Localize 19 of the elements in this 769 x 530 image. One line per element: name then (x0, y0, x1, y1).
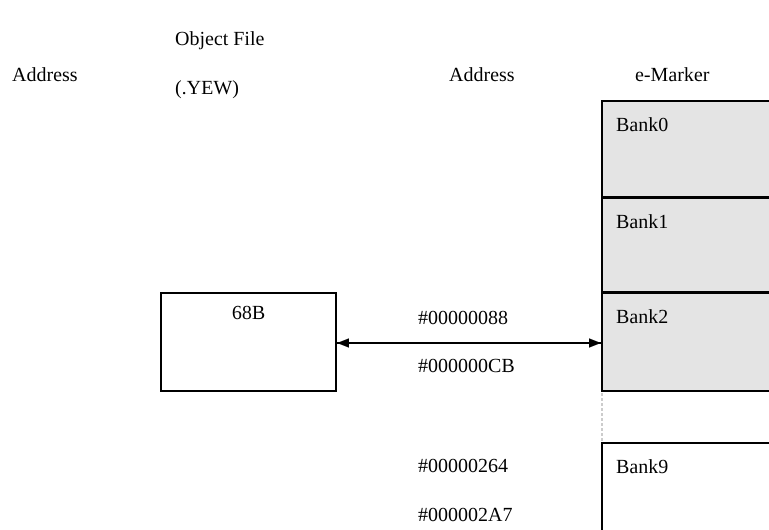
double-arrow (337, 338, 601, 348)
column-header: e-Marker (635, 64, 710, 87)
column-header: Address (12, 64, 78, 87)
node-label: 68B (230, 302, 266, 325)
memory-bank (601, 292, 769, 392)
node-label: Bank9 (616, 456, 668, 479)
address-label: #00000264 (418, 455, 508, 478)
address-label: #000002A7 (418, 504, 512, 527)
column-header: Address (449, 64, 515, 87)
memory-block (160, 292, 337, 392)
node-label: Bank1 (616, 211, 668, 234)
memory-bank (601, 197, 769, 293)
node-label: Bank0 (616, 114, 668, 137)
address-label: #00000088 (418, 307, 508, 330)
memory-bank (601, 100, 769, 198)
column-header: Object File (.YEW) (175, 27, 266, 101)
node-label: Bank2 (616, 306, 668, 329)
address-label: #000000CB (418, 355, 515, 378)
memory-bank (601, 442, 769, 530)
